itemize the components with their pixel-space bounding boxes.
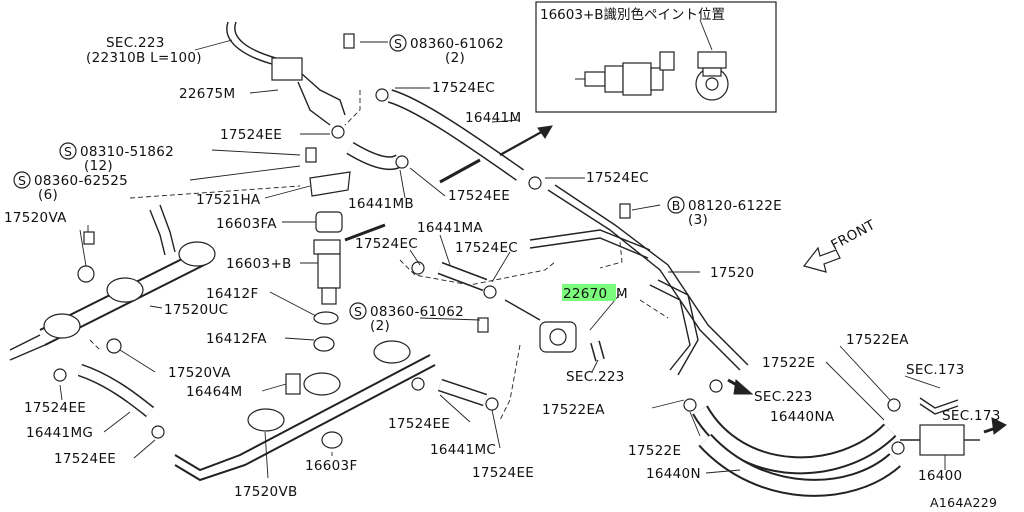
label-17522ea-b: 17522EA	[542, 402, 605, 418]
label-22670m-suffix: M	[616, 286, 628, 302]
svg-text:S: S	[394, 36, 402, 51]
label-sec223-top: SEC.223	[106, 35, 165, 51]
injector-side-view	[575, 51, 675, 96]
label-17524ec-a: 17524EC	[432, 80, 495, 96]
injector-top-view	[695, 51, 729, 101]
label-17524ec-d: 17524EC	[455, 240, 518, 256]
circled-symbols: S S S S B	[13, 34, 685, 320]
label-17524ee-c: 17524EE	[24, 400, 86, 416]
label-16441ma: 16441MA	[417, 220, 483, 236]
arrow-sec173-right-icon	[983, 417, 1007, 435]
label-16603f: 16603F	[305, 458, 358, 474]
label-17520vb: 17520VB	[234, 484, 298, 500]
label-17524ec-c: 17524EC	[355, 236, 418, 252]
label-17522e-a: 17522E	[762, 355, 815, 371]
label-16400: 16400	[918, 468, 962, 484]
dashed-guides	[89, 90, 669, 421]
label-17524ec-b: 17524EC	[586, 170, 649, 186]
label-17520va-a: 17520VA	[4, 210, 67, 226]
label-17524ee-a: 17524EE	[220, 127, 282, 143]
label-front: FRONT	[828, 217, 878, 254]
leader-lines	[59, 39, 946, 479]
label-08360-62525: 08360-62525	[34, 173, 128, 189]
label-08310-51862-qty: (12)	[84, 158, 113, 174]
label-17524ee-d: 17524EE	[388, 416, 450, 432]
label-17521ha: 17521HA	[196, 192, 261, 208]
label-08310-51862: 08310-51862	[80, 144, 174, 160]
label-22670m: 22670	[563, 286, 607, 302]
label-08360-62525-qty: (6)	[38, 187, 58, 203]
label-08120-6122e: 08120-6122E	[688, 198, 782, 214]
label-08360-61062-top-qty: (2)	[445, 50, 465, 66]
svg-text:S: S	[354, 304, 362, 319]
s-symbol-icon: S	[389, 34, 407, 52]
label-16441mg: 16441MG	[26, 425, 93, 441]
s-symbol-icon: S	[13, 171, 31, 189]
label-sec173-b: SEC.173	[942, 408, 1001, 424]
label-08120-6122e-qty: (3)	[688, 212, 708, 228]
part-labels: SEC.223 (22310B L=100) 22675M 08360-6106…	[4, 35, 1001, 510]
label-16412fa: 16412FA	[206, 331, 267, 347]
label-16440n: 16440N	[646, 466, 701, 482]
label-16441m: 16441M	[465, 110, 521, 126]
part-highlight	[562, 284, 616, 301]
label-08360-61062-mid: 08360-61062	[370, 304, 464, 320]
label-sec173-a: SEC.173	[906, 362, 965, 378]
s-symbol-icon: S	[349, 302, 367, 320]
label-17520uc: 17520UC	[164, 302, 228, 318]
label-08360-61062-top: 08360-61062	[410, 36, 504, 52]
label-16412f: 16412F	[206, 286, 259, 302]
label-17524ee-b: 17524EE	[448, 188, 510, 204]
components	[43, 33, 905, 455]
b-symbol-icon: B	[667, 196, 685, 214]
label-16603fa: 16603FA	[216, 216, 277, 232]
label-17524ee-e: 17524EE	[54, 451, 116, 467]
front-arrow-icon	[802, 246, 841, 273]
label-sec223-right: SEC.223	[754, 389, 813, 405]
svg-text:B: B	[672, 198, 681, 213]
label-17520: 17520	[710, 265, 754, 281]
label-17520va-b: 17520VA	[168, 365, 231, 381]
label-17522ea-a: 17522EA	[846, 332, 909, 348]
label-22675m: 22675M	[179, 86, 235, 102]
arrows	[344, 125, 1007, 435]
svg-text:S: S	[18, 173, 26, 188]
arrow-sec223-right-icon	[727, 378, 754, 395]
label-16464m: 16464M	[186, 384, 242, 400]
label-16603b: 16603+B	[226, 256, 292, 272]
s-symbol-icon: S	[59, 142, 77, 160]
label-17522e-b: 17522E	[628, 443, 681, 459]
label-sec223-sub: (22310B L=100)	[86, 50, 202, 66]
label-16440na: 16440NA	[770, 409, 835, 425]
label-16441mb: 16441MB	[348, 196, 414, 212]
inset-box: 16603+B識別色ペイント位置	[535, 1, 777, 113]
label-17524ee-f: 17524EE	[472, 465, 534, 481]
inset-caption: 16603+B識別色ペイント位置	[540, 6, 725, 23]
label-08360-61062-mid-qty: (2)	[370, 318, 390, 334]
figure-code: A164A229	[930, 495, 997, 510]
label-16441mc: 16441MC	[430, 442, 496, 458]
svg-text:S: S	[64, 144, 72, 159]
arrow-right-upper-icon	[499, 125, 553, 156]
label-sec223-mid: SEC.223	[566, 369, 625, 385]
